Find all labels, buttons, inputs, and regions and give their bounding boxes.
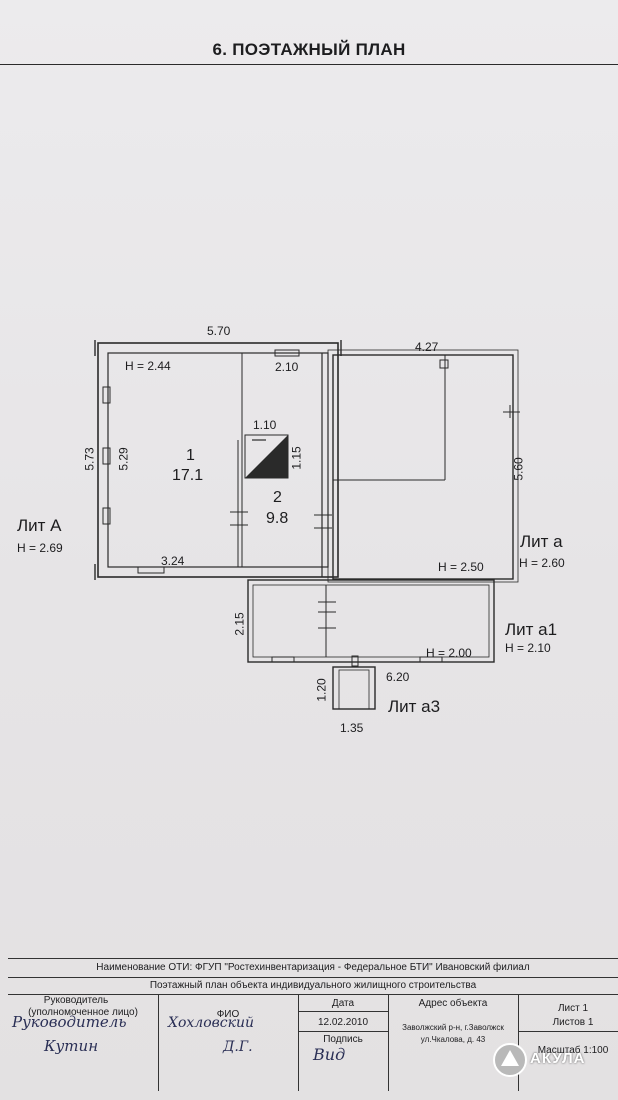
dim-right-a: 5.60 (511, 457, 526, 481)
lit-a-height: H = 2.60 (519, 556, 565, 570)
stamp-fio-label: ФИО (216, 1009, 240, 1020)
room-1-area: 17.1 (172, 467, 204, 484)
window-left-1 (102, 386, 111, 404)
lit-a1-wall (247, 579, 495, 663)
signature-sign: Вид (313, 1045, 346, 1064)
dim-a1-left: 2.15 (232, 612, 247, 636)
watermark-text: АКУЛА (530, 1050, 586, 1067)
window-left-3 (102, 507, 111, 525)
stamp-sheets: Листов 1 (552, 1017, 594, 1028)
dim-a3-width: 1.35 (340, 721, 364, 735)
lit-a1-label: Лит а1 (505, 620, 558, 639)
stamp-date-label: Дата (331, 998, 355, 1009)
stamp-head-label: Руководитель (43, 995, 109, 1006)
lit-a1-height: H = 2.10 (505, 641, 551, 655)
height-lit-a1-inner: H = 2.00 (426, 646, 472, 660)
signature-fio-1: Хохловский (168, 1015, 255, 1031)
stamp-sign-label: Подпись (323, 1034, 363, 1045)
signature-head-1: Руководитель (12, 1013, 127, 1031)
lit-a-outer-wall (97, 342, 339, 578)
dim-bottom-a: 3.24 (161, 554, 185, 568)
room-2-number: 2 (273, 489, 282, 506)
stamp-address-2: ул.Чкалова, д. 43 (420, 1035, 486, 1044)
room-2-area: 9.8 (266, 510, 289, 527)
dim-stair-width: 1.10 (253, 418, 277, 432)
title-block: Наименование ОТИ: ФГУП "Ростехинвентариз… (8, 958, 618, 1091)
lit-a-main-label: Лит А (17, 516, 62, 535)
dim-top-a: 5.70 (207, 324, 231, 338)
height-room-1: H = 2.44 (125, 359, 171, 373)
window-left-2 (102, 447, 111, 465)
watermark-logo: АКУЛА (490, 1040, 610, 1080)
room-1-number: 1 (186, 447, 195, 464)
stamp-org: Наименование ОТИ: ФГУП "Ростехинвентариз… (8, 959, 618, 978)
window-bottom (137, 566, 165, 574)
shark-icon (493, 1043, 527, 1077)
dim-top-b: 4.27 (415, 340, 439, 354)
dim-window-top: 2.10 (275, 360, 299, 374)
lit-a3-label: Лит а3 (388, 697, 441, 716)
lit-a-extension-wall (332, 354, 514, 580)
stamp-scale: Масштаб 1:100 (537, 1045, 609, 1056)
stamp-head-sub-label: (уполномоченное лицо) (28, 1007, 138, 1018)
dim-a3-height: 1.20 (314, 678, 329, 702)
window-top (274, 349, 300, 357)
title-rule (0, 64, 618, 65)
dim-stair-height: 1.15 (289, 446, 304, 470)
stamp-date-value: 12.02.2010 (317, 1017, 369, 1028)
page-title: 6. ПОЭТАЖНЫЙ ПЛАН (212, 40, 406, 59)
signature-head-2: Кутин (44, 1037, 99, 1055)
staircase-icon (245, 435, 288, 478)
dim-a1-bottom: 6.20 (386, 670, 410, 684)
stamp-doc: Поэтажный план объекта индивидуального ж… (8, 978, 618, 995)
lit-a-main-height: H = 2.69 (17, 541, 63, 555)
dim-left-inner: 5.29 (116, 447, 131, 471)
stamp-address-1: Заволжский р-н, г.Заволжск (402, 1023, 504, 1032)
height-lit-a-inner: H = 2.50 (438, 560, 484, 574)
lit-a-label: Лит а (520, 532, 563, 551)
signature-fio-2: Д.Г. (223, 1039, 253, 1055)
dim-left-outer: 5.73 (82, 447, 97, 471)
stamp-sheet: Лист 1 (557, 1003, 589, 1014)
stamp-address-label: Адрес объекта (418, 998, 488, 1009)
